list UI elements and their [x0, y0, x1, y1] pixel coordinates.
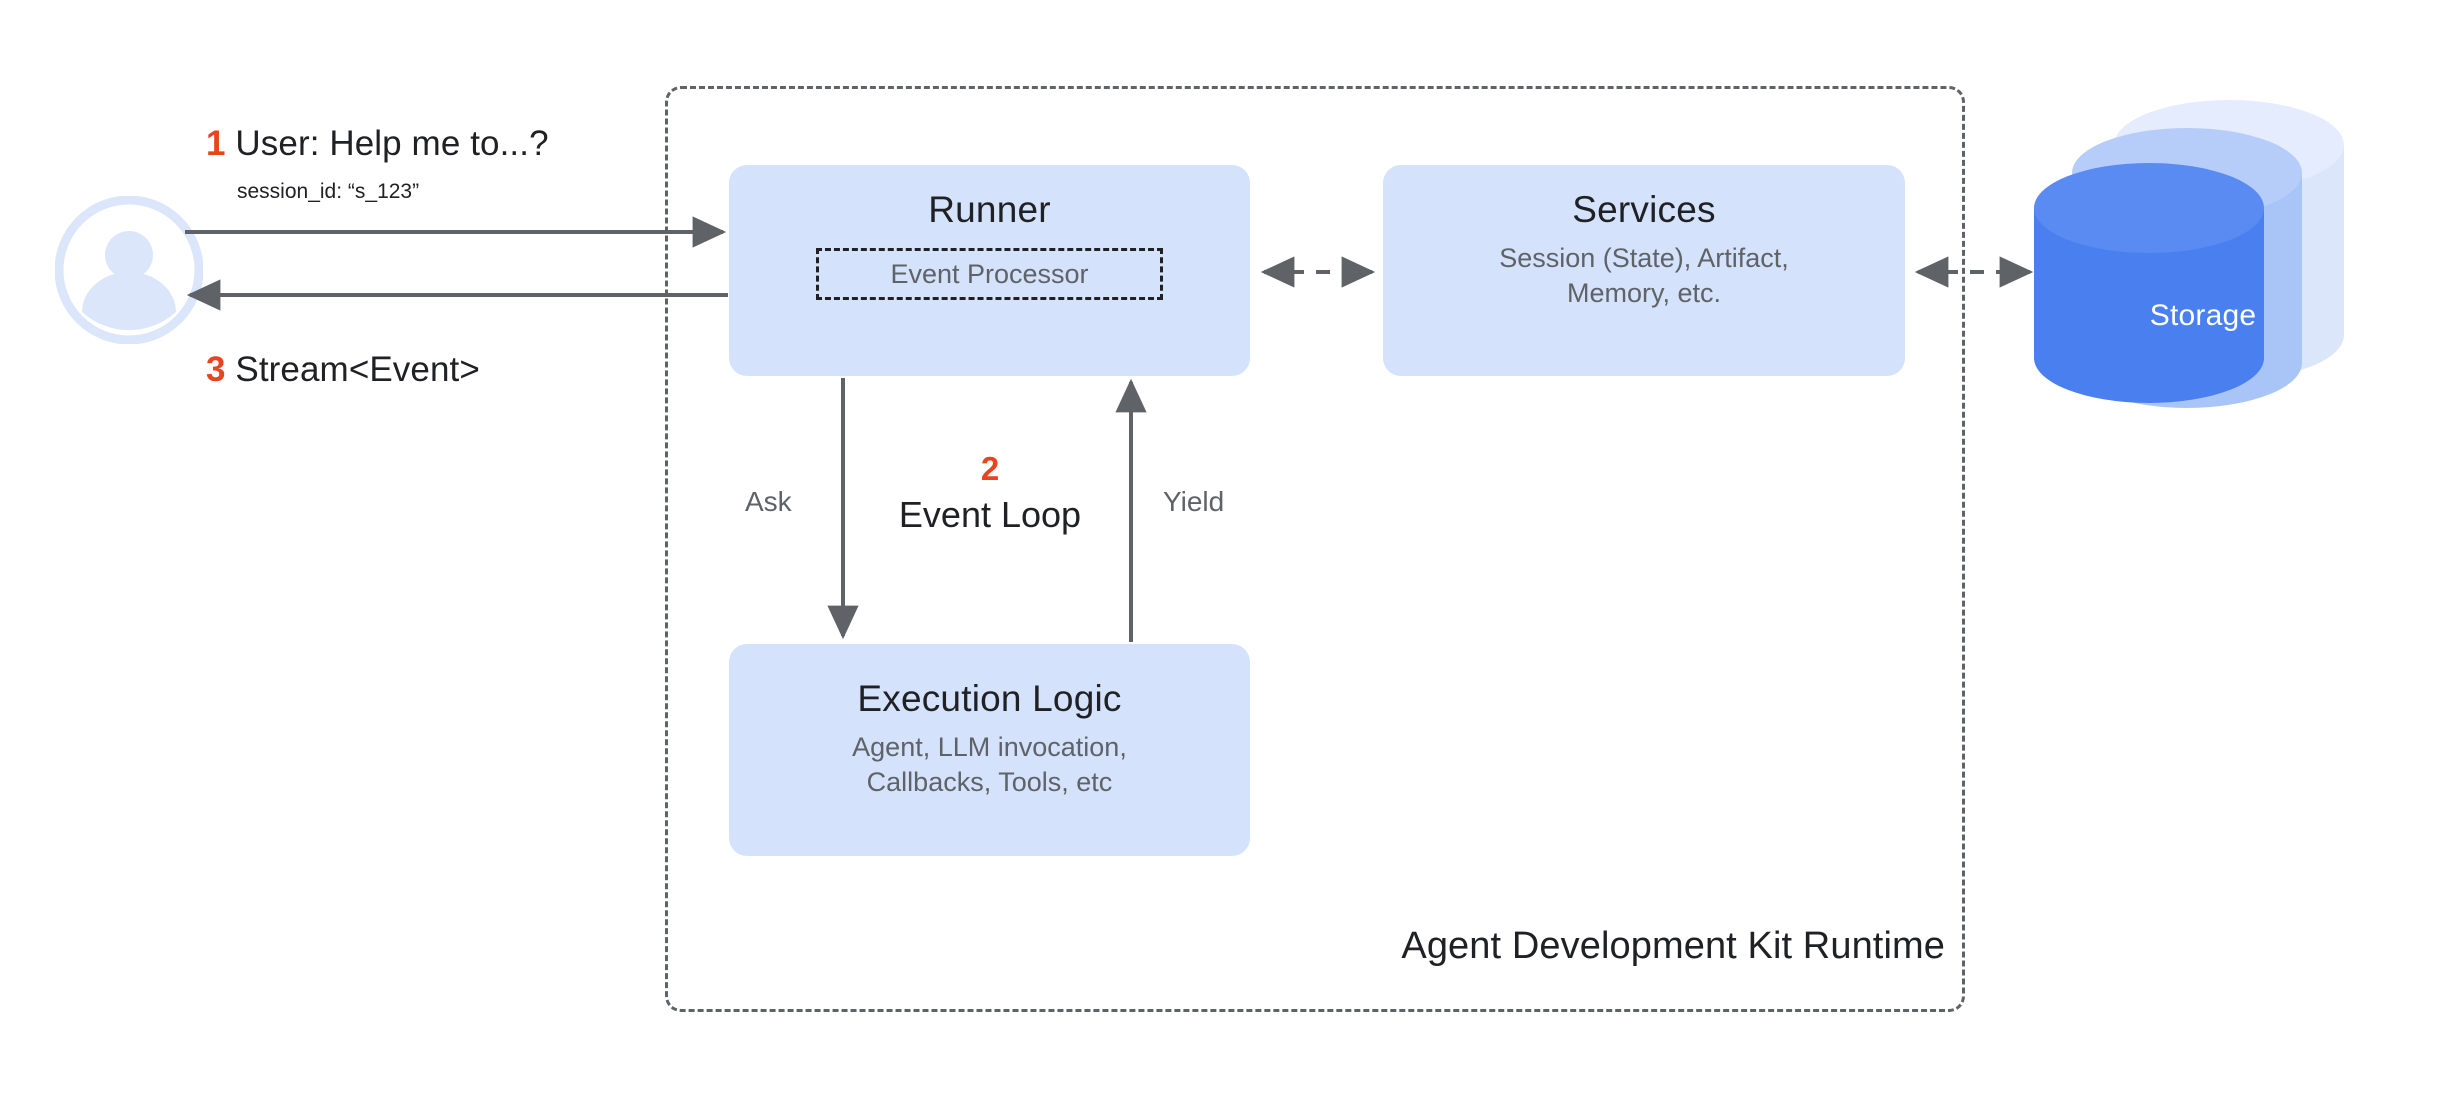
callout-response-number: 3: [206, 350, 226, 389]
callout-event-loop-number: 2: [980, 450, 1000, 487]
event-processor-label: Event Processor: [890, 258, 1089, 289]
callout-request-number: 1: [206, 124, 226, 163]
node-execution-logic-title: Execution Logic: [857, 678, 1122, 719]
node-services-subtitle: Session (State), Artifact, Memory, etc.: [1499, 243, 1789, 308]
callout-request: 1 User: Help me to...?: [206, 124, 549, 164]
node-execution-logic[interactable]: Execution Logic Agent, LLM invocation, C…: [729, 644, 1250, 856]
node-execution-logic-subtitle: Agent, LLM invocation, Callbacks, Tools,…: [852, 732, 1127, 797]
runtime-title: Agent Development Kit Runtime: [1401, 925, 1945, 967]
callout-response-text: Stream<Event>: [235, 350, 480, 389]
event-processor-box[interactable]: Event Processor: [816, 248, 1163, 301]
callout-event-loop: 2 Event Loop: [843, 449, 1137, 537]
edge-label-yield: Yield: [1163, 486, 1225, 517]
runtime-boundary: [665, 86, 1965, 1012]
node-services-title: Services: [1572, 189, 1716, 230]
user-avatar-icon: [54, 195, 204, 345]
node-runner-title: Runner: [928, 189, 1051, 230]
callout-request-session-id: session_id: “s_123”: [237, 180, 420, 203]
database-cylinder-icon: [2030, 100, 2420, 445]
node-services[interactable]: Services Session (State), Artifact, Memo…: [1383, 165, 1905, 376]
callout-event-loop-text: Event Loop: [898, 494, 1082, 536]
callout-response: 3 Stream<Event>: [206, 350, 480, 390]
node-runner[interactable]: Runner Event Processor: [729, 165, 1250, 376]
callout-request-text: User: Help me to...?: [235, 124, 549, 163]
edge-label-ask: Ask: [745, 486, 792, 517]
